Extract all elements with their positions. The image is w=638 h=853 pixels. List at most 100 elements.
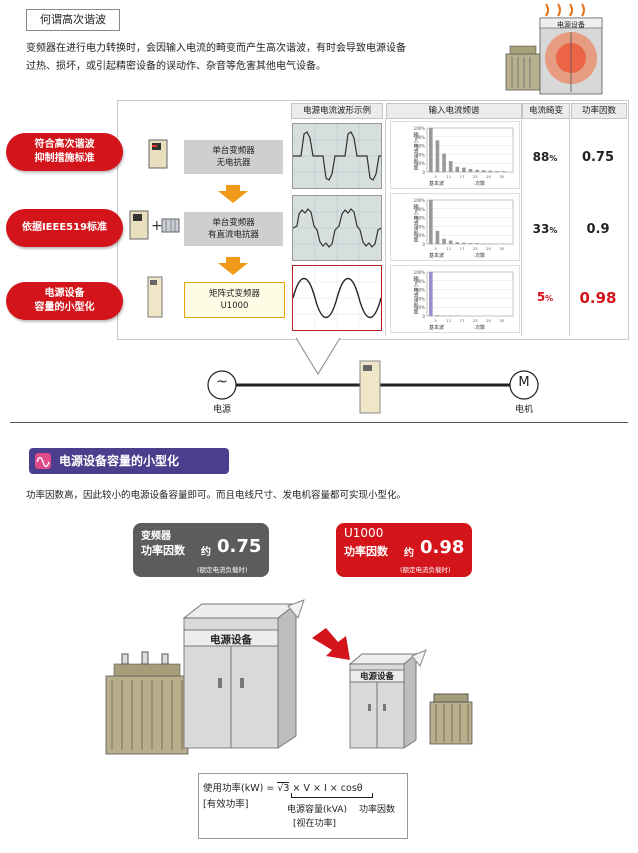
large-equipment-label: 电源设备 (210, 634, 252, 646)
source-label: 电源 (212, 405, 231, 415)
spectrum-bar (462, 167, 466, 172)
distortion-unit: % (545, 294, 554, 303)
col-header-power-factor: 功率因数 (571, 103, 627, 119)
y-tick-label: 60% (416, 216, 425, 221)
config-line: 矩阵式变频器 (208, 289, 260, 299)
formula-right-label: 功率因数 (359, 805, 396, 815)
y-tick-label: 100% (414, 270, 426, 275)
section-header: 电源设备容量的小型化 (29, 448, 229, 474)
spectrum-bar (475, 169, 479, 172)
distortion-unit: % (549, 226, 558, 235)
spectrum-bar (462, 242, 466, 244)
x-tick-label: 5 (434, 175, 436, 179)
equipment-label: 电源设备 (557, 21, 585, 29)
small-equipment-label: 电源设备 (359, 672, 394, 682)
inverter-icon (148, 139, 168, 169)
formula-mid-note: [视在功率] (293, 819, 337, 829)
plot-area (426, 271, 514, 317)
col-header-spectrum: 输入电流频谱 (386, 103, 522, 119)
card-inverter-power-factor: 变频器 功率因数 约 0.75 (额定电流负载时) (133, 523, 269, 577)
spectrum-bar (442, 153, 446, 172)
formula-sqrt-term: 3 (283, 783, 290, 794)
config-line: U1000 (220, 301, 249, 311)
config-line: 单台变频器 (212, 146, 255, 156)
x-tick-label: 5 (434, 319, 436, 323)
distortion-number: 5 (536, 290, 546, 304)
pill-capacity-reduction: 电源设备 容量的小型化 (6, 282, 123, 320)
distortion-value-dc-reactor: 33% (522, 222, 568, 236)
y-tick-label: 40% (416, 152, 425, 157)
spectrum-bar (468, 168, 473, 172)
config-line: 有直流电抗器 (207, 230, 259, 240)
y-tick-label: 20% (416, 305, 425, 310)
x-tick-label: 17 (460, 247, 465, 251)
x-tick-label: 23 (473, 319, 478, 323)
formula-lhs: 使用功率(kW) (203, 783, 264, 794)
pill-line: 抑制措施标准 (34, 153, 95, 164)
spectrum-bar (488, 170, 493, 172)
config-line: 无电抗器 (216, 158, 251, 168)
spectrum-bar (429, 128, 433, 172)
y-axis-label: 输入电流含有率 (412, 275, 419, 316)
y-tick-label: 0 (422, 314, 425, 319)
formula-bracket (291, 793, 373, 798)
x-tick-label: 11 (447, 319, 452, 323)
card-value: 0.75 (217, 536, 262, 557)
y-tick-label: 80% (416, 279, 425, 284)
spectrum-bar (501, 171, 506, 172)
intro-line-1: 变频器在进行电力转换时，会因输入电流的畸变而产生高次谐波，有时会导致电源设备 (26, 43, 406, 54)
x-tick-label: 17 (460, 319, 465, 323)
formula-main: 使用功率(kW) = √3 × V × I × cosθ (203, 780, 363, 794)
x-tick-label: 23 (473, 175, 478, 179)
card-name: 变频器 (141, 531, 171, 542)
intro-line-2: 过热、损坏，或引起精密设备的误动作、杂音等危害其他电气设备。 (26, 61, 326, 72)
divider (10, 422, 628, 423)
distortion-value-u1000: 5% (522, 290, 568, 304)
spectrum-bar (455, 242, 460, 244)
circuit-diagram: ~ M 电源 电机 (200, 336, 550, 416)
down-arrow-icon (218, 185, 248, 203)
plot-area (426, 127, 514, 173)
x-tick-label: 17 (460, 175, 465, 179)
card-label: 功率因数 (344, 545, 388, 558)
x-tick-label: 29 (486, 319, 491, 323)
card-u1000-power-factor: U1000 功率因数 约 0.98 (额定电流负载时) (336, 523, 472, 577)
spectrum-bar (448, 240, 453, 244)
distortion-unit: % (549, 154, 558, 163)
card-label: 功率因数 (141, 544, 185, 557)
power-factor-dc-reactor: 0.9 (586, 222, 610, 237)
formula-sqrt: √3 (277, 782, 290, 794)
config-line: 单台变频器 (212, 218, 255, 228)
waveform-plot-dc-reactor (292, 195, 382, 261)
equipment-comparison-illustration: 电源设备 电源设备 (100, 598, 480, 768)
y-tick-label: 100% (414, 126, 426, 131)
formula-mid-label: 电源容量(kVA) (287, 805, 347, 815)
x-tick-label: 35 (499, 247, 504, 251)
waveform-plot-u1000 (292, 265, 382, 331)
spectrum-bar (429, 272, 433, 316)
waveform-icon (35, 453, 51, 469)
pill-line: 容量的小型化 (34, 302, 95, 313)
pill-harmonic-standard: 符合高次谐波 抑制措施标准 (6, 133, 123, 171)
x-tick-label: 29 (486, 247, 491, 251)
section-description: 功率因数高，因此较小的电源设备容量即可。而且电线尺寸、发电机容量都可实现小型化。 (26, 490, 407, 501)
distortion-number: 33 (532, 222, 550, 236)
y-axis-label: 输入电流含有率 (412, 131, 419, 172)
y-tick-label: 20% (416, 233, 425, 238)
spectrum-bar (442, 238, 446, 244)
y-tick-label: 60% (416, 144, 425, 149)
formula-cos: cosθ (340, 783, 363, 794)
power-formula-box: 使用功率(kW) = √3 × V × I × cosθ [有效功率] 电源容量… (198, 773, 408, 839)
formula-lhs-note: [有效功率] (203, 799, 249, 810)
spectrum-bar (429, 200, 433, 244)
divider (521, 118, 522, 336)
config-box-dc-reactor: 单台变频器 有直流电抗器 (184, 212, 283, 246)
y-tick-label: 100% (414, 198, 426, 203)
spectrum-bar (448, 161, 453, 172)
spectrum-bar (495, 171, 499, 172)
config-box-no-reactor: 单台变频器 无电抗器 (184, 140, 283, 174)
ac-source-icon: ~ (216, 374, 228, 390)
waveform-plot-no-reactor (292, 123, 382, 189)
